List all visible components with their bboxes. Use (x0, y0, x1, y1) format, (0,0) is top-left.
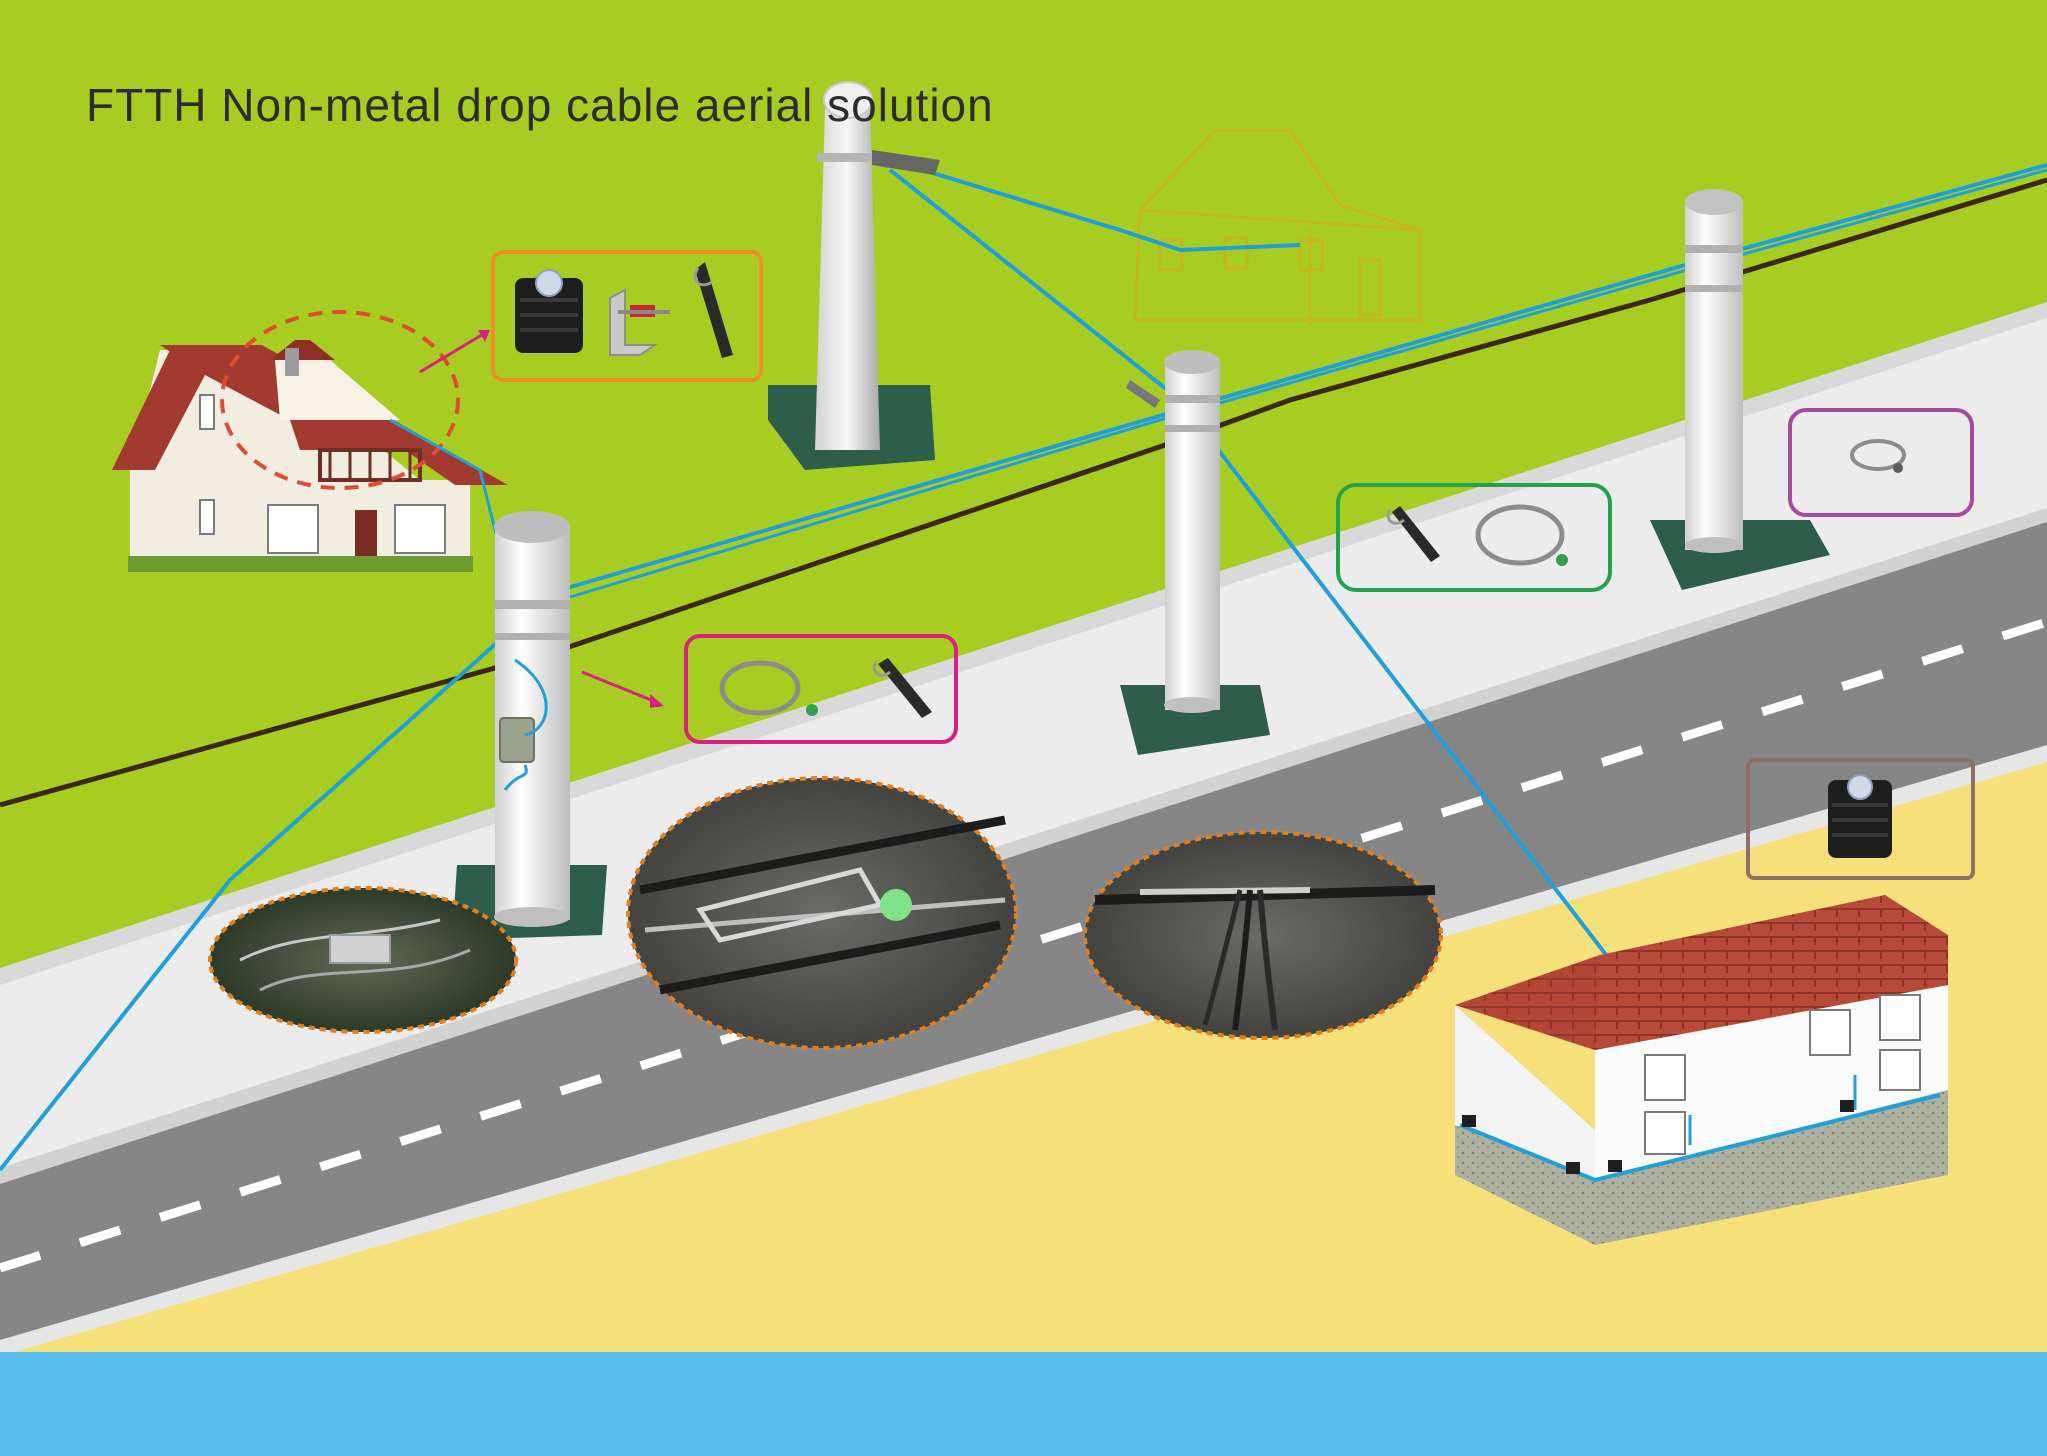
drop-cable-clamp-icon (1828, 774, 1892, 858)
wedge-clamp-icon (1386, 506, 1440, 562)
drop-cable-clamp-icon (515, 269, 583, 353)
building-wall-callout (1746, 758, 1975, 880)
closure-closeup-inset (208, 886, 518, 1034)
drop-cable-main (559, 163, 2047, 592)
pole-band-clamp-icon (1850, 439, 1906, 473)
water-strip (0, 1352, 2047, 1456)
octagonal-pole (768, 81, 940, 470)
branch-closeup-inset (1083, 830, 1443, 1040)
pole-1 (452, 511, 607, 940)
clamp-closeup-inset (626, 776, 1018, 1050)
wedge-clamp-icon (693, 262, 733, 358)
drop-cable-to-far-house (889, 158, 1301, 253)
pole-band-clamp-icon (719, 660, 818, 716)
road (0, 515, 2047, 1345)
road-far-curb (0, 508, 2047, 1184)
road-center-line (0, 617, 2047, 1273)
drop-cable-down-left (0, 638, 502, 1172)
pole-2 (1120, 350, 1270, 755)
pole-entry-callout (581, 634, 958, 744)
house-attachment-callout (491, 250, 763, 382)
building (1455, 895, 1948, 1245)
diagram-title: FTTH Non-metal drop cable aerial solutio… (86, 79, 994, 131)
pole-3 (1650, 189, 1830, 590)
background-house (1133, 128, 1422, 325)
terminal-box (499, 717, 535, 763)
wall-bracket-icon (609, 288, 670, 356)
wedge-clamp-icon (872, 658, 932, 718)
house-highlight-circle (220, 310, 460, 490)
mid-pole-callout (1336, 483, 1612, 592)
pole-band-clamp-icon (1475, 504, 1568, 566)
drop-cable-upper (559, 168, 2047, 602)
far-pole-callout (1788, 408, 1974, 517)
road-near-curb (0, 745, 2047, 1356)
house (112, 310, 508, 572)
